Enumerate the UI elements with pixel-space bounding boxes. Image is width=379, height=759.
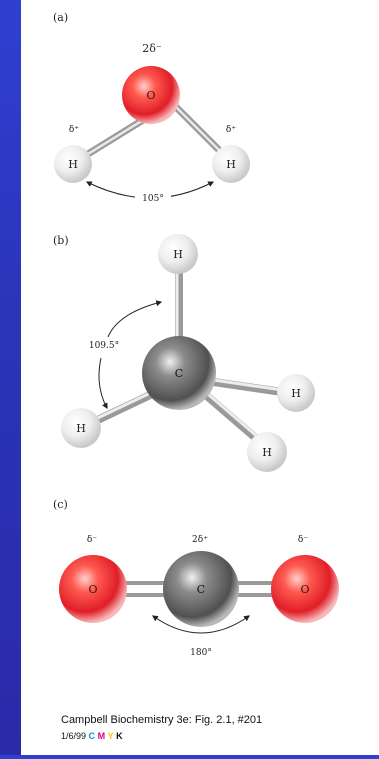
caption-date: 1/6/99 bbox=[61, 731, 87, 741]
carbon-atom bbox=[142, 336, 216, 410]
hydrogen-atom-top bbox=[158, 234, 198, 274]
hydrogen-symbol: H bbox=[291, 387, 301, 400]
o-charge-right: δ⁻ bbox=[298, 535, 308, 545]
figure-caption: Campbell Biochemistry 3e: Fig. 2.1, #201 bbox=[61, 714, 263, 726]
oxygen-atom-right bbox=[271, 555, 339, 623]
caption-date-line: 1/6/99 C M Y K bbox=[61, 731, 123, 741]
bond-angle-label: 105° bbox=[142, 194, 164, 204]
hydrogen-symbol: H bbox=[76, 422, 86, 435]
cmyk-mark-y: Y bbox=[107, 731, 114, 741]
bond-angle-label: 180° bbox=[190, 648, 212, 658]
h-charge-right: δ⁺ bbox=[226, 125, 236, 135]
carbon-symbol: C bbox=[175, 367, 183, 380]
carbon-symbol: C bbox=[197, 583, 205, 596]
oxygen-atom bbox=[122, 66, 180, 124]
hydrogen-atom-right bbox=[277, 374, 315, 412]
hydrogen-atom-left bbox=[61, 408, 101, 448]
carbon-atom bbox=[163, 551, 239, 627]
oxygen-symbol: O bbox=[146, 89, 155, 102]
panel-a-label: (a) bbox=[53, 11, 68, 24]
cmyk-mark-m: M bbox=[97, 731, 106, 741]
oxygen-charge-label: 2δ⁻ bbox=[142, 42, 162, 55]
oxygen-atom-left bbox=[59, 555, 127, 623]
bond-angle-arc bbox=[152, 615, 250, 634]
figure-panel: (a) 2δ⁻ O δ⁺ δ⁺ H H 105° (b) H C bbox=[21, 0, 379, 755]
molecule-figure: (a) 2δ⁻ O δ⁺ δ⁺ H H 105° (b) H C bbox=[53, 11, 339, 658]
c-charge: 2δ⁺ bbox=[192, 535, 208, 545]
panel-b-methane: (b) H C H H H 109.5° bbox=[53, 234, 315, 472]
hydrogen-atom-right bbox=[212, 145, 250, 183]
cmyk-mark-k: K bbox=[116, 731, 123, 741]
panel-c-co2: (c) δ⁻ 2δ⁺ δ⁻ O C O 180° bbox=[53, 498, 339, 658]
cmyk-mark-c: C bbox=[88, 731, 96, 741]
panel-c-label: (c) bbox=[53, 498, 68, 511]
panel-b-label: (b) bbox=[53, 234, 69, 247]
panel-a-water: (a) 2δ⁻ O δ⁺ δ⁺ H H 105° bbox=[53, 11, 250, 204]
hydrogen-atom-lower-right bbox=[247, 432, 287, 472]
oxygen-symbol: O bbox=[300, 583, 309, 596]
hydrogen-symbol: H bbox=[173, 248, 183, 261]
o-charge-left: δ⁻ bbox=[87, 535, 97, 545]
hydrogen-atom-left bbox=[54, 145, 92, 183]
oxygen-symbol: O bbox=[88, 583, 97, 596]
bond-angle-arc-lower bbox=[98, 357, 108, 410]
hydrogen-symbol: H bbox=[68, 158, 78, 171]
hydrogen-symbol: H bbox=[262, 446, 272, 459]
hydrogen-symbol: H bbox=[226, 158, 236, 171]
h-charge-left: δ⁺ bbox=[69, 125, 79, 135]
bond-angle-label: 109.5° bbox=[89, 341, 119, 351]
